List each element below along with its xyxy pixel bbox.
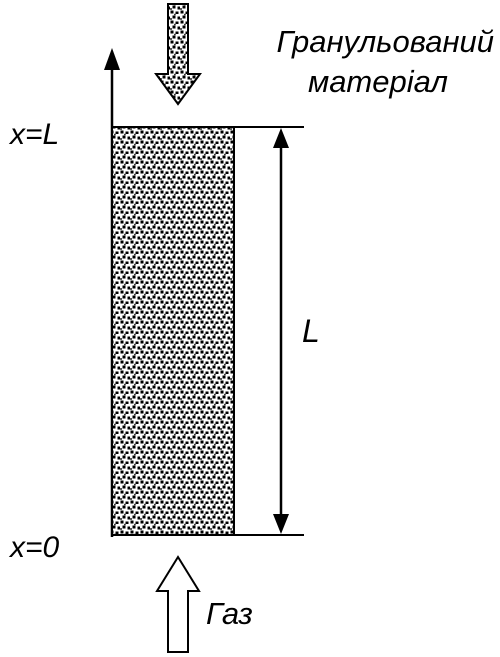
height-dimension-arrow <box>273 128 289 534</box>
material-label-line1: Гранульований <box>277 24 495 59</box>
top-coordinate-label: x=L <box>8 118 59 151</box>
material-label-line2: матеріал <box>308 64 448 99</box>
granular-bed <box>111 126 235 536</box>
bottom-coordinate-label: x=0 <box>8 531 60 564</box>
gas-inlet-arrow <box>155 555 201 653</box>
material-feed-arrow <box>154 3 202 106</box>
gas-label: Газ <box>206 596 253 631</box>
height-label: L <box>302 313 320 349</box>
